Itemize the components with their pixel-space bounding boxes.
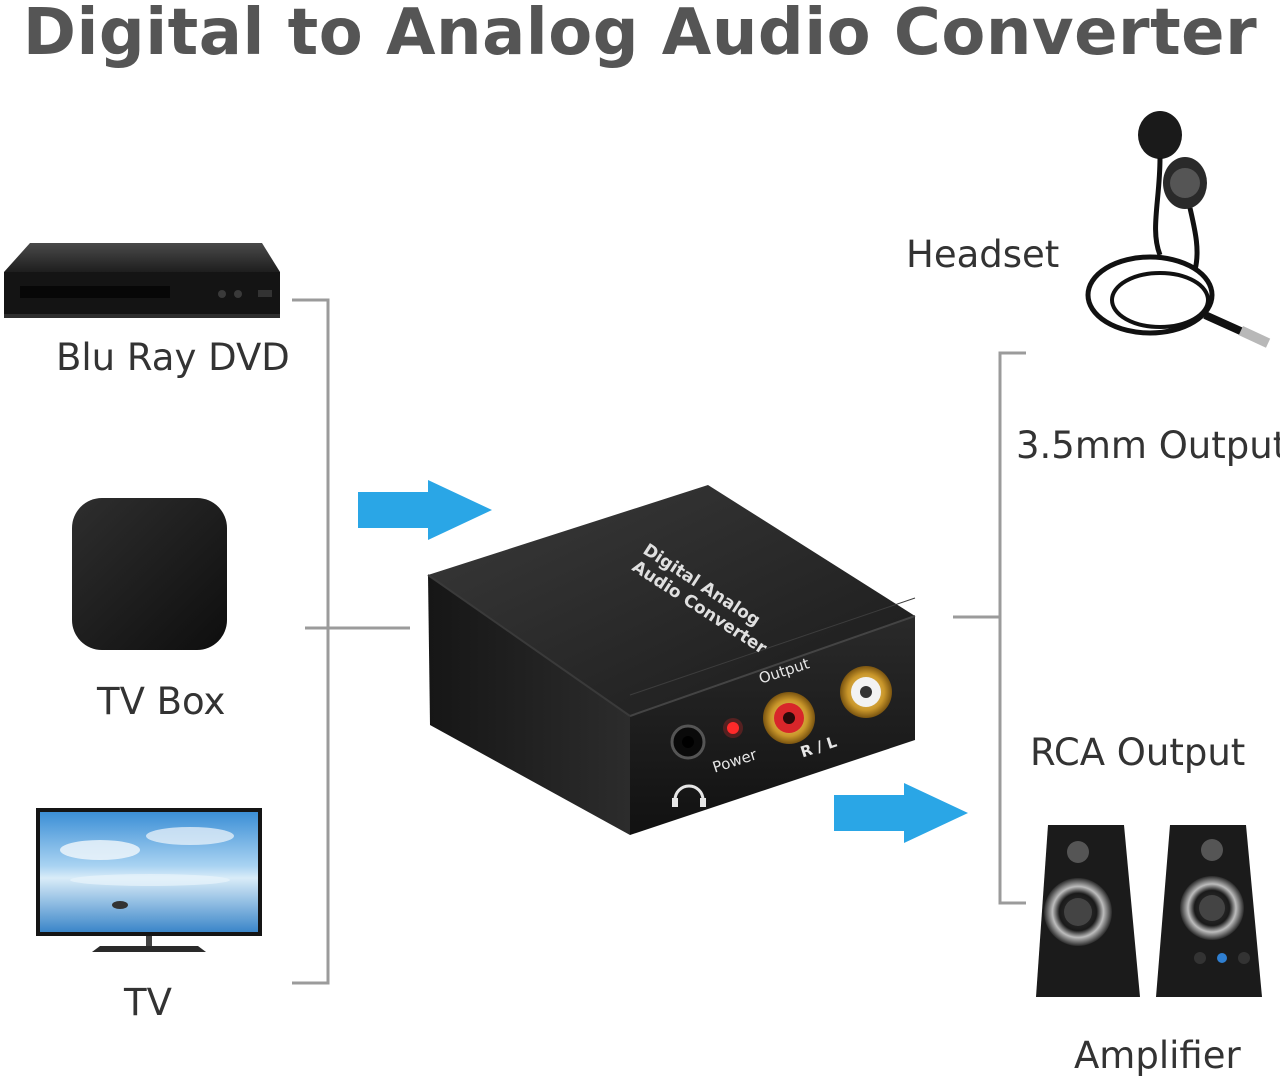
converter-device-icon <box>427 485 916 835</box>
label-blu-ray-dvd: Blu Ray DVD <box>56 336 290 379</box>
right-bracket <box>953 351 1026 905</box>
headset-icon <box>1085 111 1271 348</box>
label-amplifier: Amplifier <box>1074 1034 1241 1077</box>
label-tv: TV <box>124 981 172 1024</box>
tv-box-icon <box>72 498 227 650</box>
input-arrow-icon <box>358 480 492 540</box>
page-title: Digital to Analog Audio Converter <box>22 0 1258 70</box>
label-headset: Headset <box>906 233 1060 276</box>
speakers-icon <box>1036 825 1262 997</box>
label-tv-box: TV Box <box>97 680 226 723</box>
dvd-player-icon <box>4 243 280 318</box>
label-3-5mm-output: 3.5mm Output <box>1016 424 1280 467</box>
output-arrow-icon <box>834 783 968 843</box>
left-bracket <box>292 298 410 985</box>
tv-icon <box>36 808 262 952</box>
label-rca-output: RCA Output <box>1030 731 1246 774</box>
